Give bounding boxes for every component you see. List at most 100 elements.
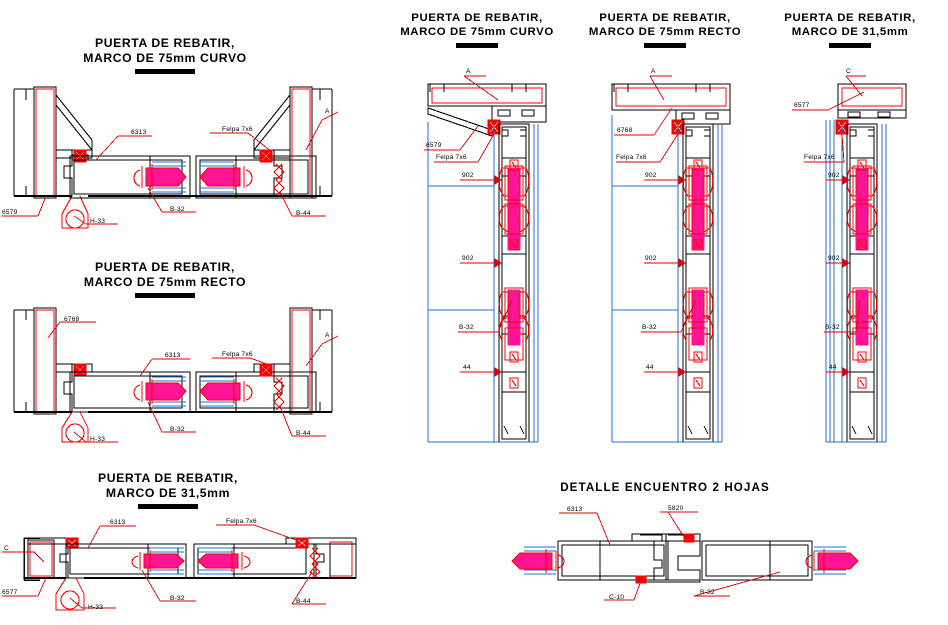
- curved-drip-curvo: [427, 107, 493, 137]
- title-horiz-31-5: PUERTA DE REBATIR, MARCO DE 31,5mm: [30, 471, 306, 509]
- label-felpa-d4: Felpa 7x6: [436, 154, 467, 161]
- b32-seal-left-75-curvo: [133, 164, 187, 190]
- title-line1: PUERTA DE REBATIR,: [411, 12, 543, 24]
- title-line1: PUERTA DE REBATIR,: [95, 36, 235, 50]
- detail-vert-75-recto: [611, 75, 731, 443]
- label-b44-d1: B-44: [296, 210, 311, 217]
- label-6313-d2: 6313: [165, 352, 181, 359]
- label-902a-d6: 902: [828, 172, 840, 179]
- seal-902-c-31-5: [846, 287, 878, 361]
- label-44-d6: 44: [829, 364, 837, 371]
- glazing-left-31-5: [150, 547, 184, 575]
- b32-seal-left-31-5: [131, 550, 185, 572]
- label-6579-d4: 6579: [426, 142, 442, 149]
- b32-seal-right-75-curvo: [199, 164, 253, 190]
- gasket-top-encuentro: [683, 533, 695, 543]
- b32-seal-right-encuentro: [805, 549, 859, 573]
- label-h33-d3: H-33: [88, 604, 104, 611]
- title-line2: MARCO DE 31,5mm: [105, 485, 231, 500]
- title-line2: MARCO DE 75mm RECTO: [83, 274, 247, 289]
- title-vert-31-5: PUERTA DE REBATIR, MARCO DE 31,5mm: [760, 12, 940, 48]
- leaders-vert-recto: [614, 75, 697, 377]
- label-6313-d3: 6313: [110, 519, 126, 526]
- title-line2: MARCO DE 75mm CURVO: [400, 25, 554, 38]
- gasket-right-75-recto: [259, 363, 273, 377]
- title-line1: PUERTA DE REBATIR,: [784, 12, 916, 24]
- label-6313-d1: 6313: [131, 129, 147, 136]
- title-encuentro-2-hojas: DETALLE ENCUENTRO 2 HOJAS: [540, 481, 790, 495]
- seal-902-a-curvo: [498, 165, 530, 216]
- h33-hardware-75-recto: [61, 411, 89, 443]
- label-902b-d4: 902: [462, 255, 474, 262]
- label-a-d1: A: [325, 108, 330, 115]
- right-leaf-encuentro: [701, 540, 813, 581]
- left-jamb-75-recto: [13, 307, 93, 415]
- head-frame-31-5: [837, 83, 907, 119]
- label-902b-d5: 902: [645, 255, 657, 262]
- label-6313-d7: 6313: [567, 506, 583, 513]
- detail-vert-75-curvo: [424, 75, 547, 443]
- glazing-right-75-curvo: [200, 161, 234, 193]
- label-6768-d5: 6768: [617, 127, 633, 134]
- fastener-rosettes-curvo: [509, 159, 519, 389]
- left-leaf-encuentro: [557, 540, 669, 581]
- glazing-left-75-curvo: [152, 161, 186, 193]
- title-underline: [135, 292, 195, 298]
- label-b32-d7: B-32: [700, 589, 715, 596]
- glazing-left-encuentro: [524, 546, 556, 575]
- label-b32-d2: B-32: [170, 426, 185, 433]
- label-c-d3: C: [4, 545, 9, 552]
- label-6579-d1: 6579: [2, 209, 18, 216]
- seal-902-b-recto: [682, 203, 714, 251]
- label-6577-d6: 6577: [794, 102, 810, 109]
- label-felpa-d1: Felpa 7x6: [222, 126, 253, 133]
- title-underline: [829, 42, 871, 48]
- b32-seal-left-75-recto: [133, 379, 187, 404]
- h33-hardware-31-5: [55, 577, 85, 611]
- title-line2: MARCO DE 31,5mm: [791, 25, 909, 38]
- meeting-stile-encuentro: [631, 533, 701, 583]
- leaders-vert-curvo: [424, 75, 513, 377]
- seal-902-a-recto: [682, 165, 714, 216]
- label-902a-d4: 902: [462, 172, 474, 179]
- right-jamb-75-recto: [253, 307, 333, 415]
- glazing-lines-recto: [611, 115, 723, 443]
- fastener-rosettes-recto: [693, 159, 703, 389]
- label-6768-d2: 6768: [64, 316, 80, 323]
- title-vert-75-recto: PUERTA DE REBATIR, MARCO DE 75mm RECTO: [570, 12, 760, 48]
- label-b32-d4: B-32: [459, 324, 474, 331]
- head-frame-recto: [611, 83, 731, 125]
- label-b32-d6: B-32: [825, 324, 840, 331]
- title-line1: PUERTA DE REBATIR,: [98, 471, 238, 485]
- gasket-left-75-recto: [73, 363, 87, 377]
- label-felpa-d3: Felpa 7x6: [226, 518, 257, 525]
- fastener-rosettes-31-5: [857, 159, 867, 389]
- label-b32-d3: B-32: [170, 595, 185, 602]
- label-44-d5: 44: [646, 364, 654, 371]
- glazing-right-31-5: [198, 547, 232, 575]
- label-a-d4: A: [466, 68, 471, 75]
- label-b44-d3: B-44: [296, 598, 311, 605]
- title-horiz-75-curvo: PUERTA DE REBATIR, MARCO DE 75mm CURVO: [30, 36, 300, 74]
- glazing-right-encuentro: [814, 546, 846, 575]
- head-frame-curvo: [427, 83, 547, 123]
- title-underline: [138, 503, 198, 509]
- detail-horiz-75-curvo: [2, 86, 339, 229]
- gasket-left-31-5: [65, 537, 79, 549]
- label-a-d2: A: [325, 332, 330, 339]
- label-902b-d6: 902: [828, 255, 840, 262]
- detail-horiz-75-recto: [13, 307, 339, 443]
- title-underline: [135, 68, 195, 74]
- b32-seal-right-75-recto: [199, 379, 253, 404]
- title-horiz-75-recto: PUERTA DE REBATIR, MARCO DE 75mm RECTO: [30, 260, 300, 298]
- leaders-vert-31-5: [792, 75, 866, 377]
- b32-seal-right-31-5: [197, 550, 251, 572]
- seal-902-b-31-5: [846, 203, 878, 251]
- gasket-right-75-curvo: [259, 149, 273, 163]
- gasket-right-31-5: [295, 537, 309, 549]
- title-line2: MARCO DE 75mm CURVO: [83, 50, 247, 65]
- seal-902-c-curvo: [498, 287, 530, 361]
- label-h33-d2: H-33: [90, 436, 106, 443]
